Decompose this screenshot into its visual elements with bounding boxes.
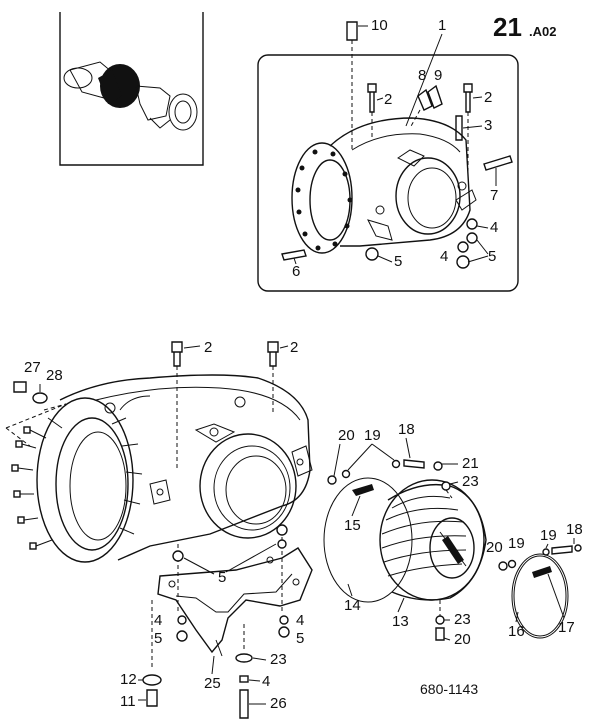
inset-fasteners (281, 21, 513, 269)
locator-thumbnail (59, 12, 204, 166)
callout-2c: 2 (204, 339, 212, 356)
callout-22: 20 (454, 631, 471, 648)
callout-27: 27 (24, 359, 41, 376)
callout-4b: 4 (440, 248, 448, 265)
callout-19b: 19 (508, 535, 525, 552)
callout-4d: 4 (296, 612, 304, 629)
callout-23b: 23 (454, 611, 471, 628)
callout-7: 7 (490, 187, 498, 204)
callout-24: 23 (270, 651, 287, 668)
callout-12: 12 (120, 671, 137, 688)
callout-4e: 4 (262, 673, 270, 690)
callout-9: 9 (434, 67, 442, 84)
callout-2a: 2 (384, 91, 392, 108)
inset-callouts: 10 1 8 9 2 2 3 7 4 4 5 5 6 (292, 17, 498, 280)
callout-16: 16 (508, 623, 525, 640)
callout-4a: 4 (490, 219, 498, 236)
section-suffix: .A02 (529, 24, 556, 39)
callout-28: 28 (46, 367, 63, 384)
callout-2d: 2 (290, 339, 298, 356)
boot-assembly (323, 459, 487, 641)
callout-19c: 19 (540, 527, 557, 544)
detail-inset-frame (257, 54, 519, 292)
callout-23a: 23 (462, 473, 479, 490)
callout-5a: 5 (488, 248, 496, 265)
callout-2b: 2 (484, 89, 492, 106)
callout-14: 14 (344, 597, 361, 614)
callout-5e: 5 (296, 630, 304, 647)
callout-15: 15 (344, 517, 361, 534)
callout-11: 11 (120, 693, 136, 710)
callout-18a: 18 (398, 421, 415, 438)
callout-5d: 5 (154, 630, 162, 647)
inset-housing (291, 117, 477, 254)
callout-19a: 19 (364, 427, 381, 444)
callout-25: 25 (204, 675, 221, 692)
callout-20a: 20 (338, 427, 355, 444)
callout-17: 17 (558, 619, 575, 636)
callout-21: 21 (462, 455, 479, 472)
callout-20b: 20 (486, 539, 503, 556)
section-number: 21 (493, 12, 522, 42)
main-fasteners-top (13, 341, 279, 470)
callout-1: 1 (438, 17, 446, 34)
callout-10: 10 (371, 17, 388, 34)
callout-3: 3 (484, 117, 492, 134)
main-callouts: 2 2 27 28 5 4 5 4 5 12 11 25 23 4 26 20 … (24, 339, 583, 712)
callout-5c: 5 (218, 569, 226, 586)
callout-4c: 4 (154, 612, 162, 629)
main-housing (5, 374, 313, 563)
callout-13: 13 (392, 613, 409, 630)
figure-code: 680-1143 (420, 681, 478, 697)
clamp-assembly (498, 544, 582, 639)
callout-5b: 5 (394, 253, 402, 270)
bracket-assembly (142, 524, 313, 719)
callout-8: 8 (418, 67, 426, 84)
callout-26: 26 (270, 695, 287, 712)
callout-18b: 18 (566, 521, 583, 538)
callout-6: 6 (292, 263, 300, 280)
